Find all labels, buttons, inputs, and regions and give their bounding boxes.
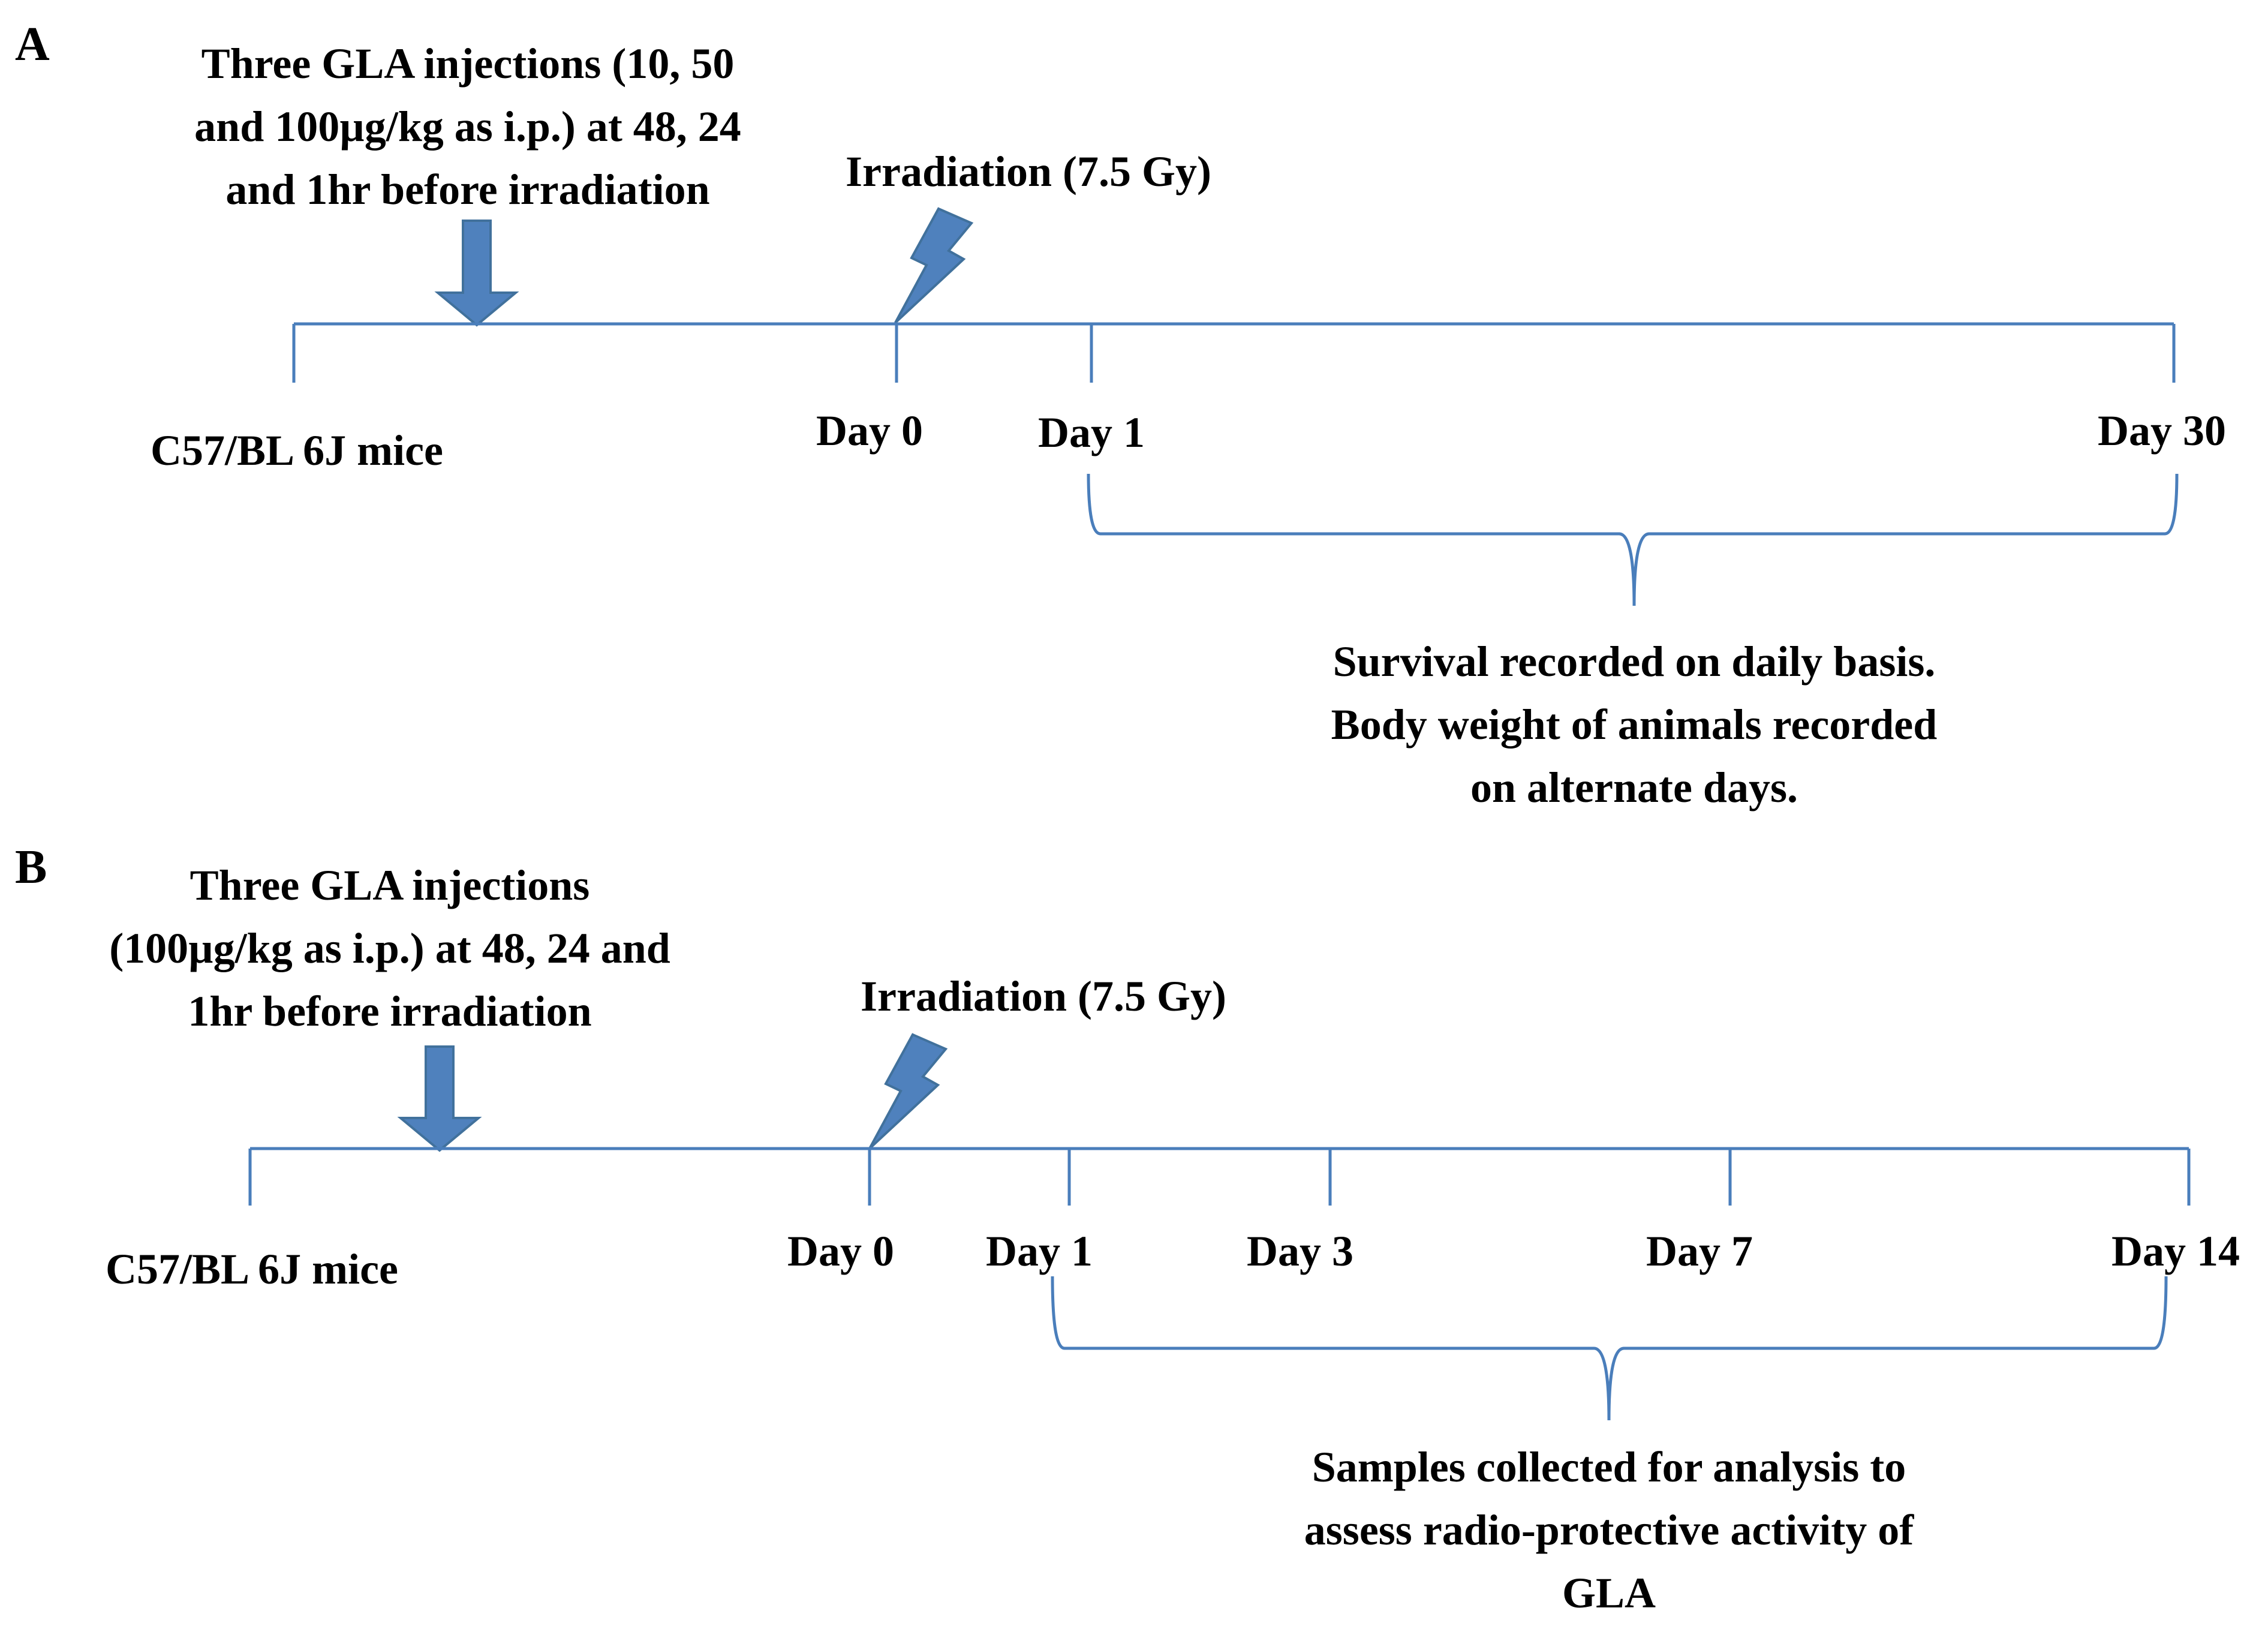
panel-b-mice-label: C57/BL 6J mice <box>106 1245 398 1293</box>
panel-b-note-line-1: Samples collected for analysis to <box>1312 1443 1906 1491</box>
panel-b-day-3: Day 3 <box>1247 1227 1353 1275</box>
panel-a-injection-line-2: and 100µg/kg as i.p.) at 48, 24 <box>194 103 741 151</box>
panel-b-note-line-3: GLA <box>1562 1569 1656 1617</box>
panel-b-injection-line-1: Three GLA injections <box>190 861 590 909</box>
panel-b-day-14: Day 14 <box>2111 1227 2240 1275</box>
panel-a-irradiation-label: Irradiation (7.5 Gy) <box>846 148 1211 196</box>
panel-a-mice-label: C57/BL 6J mice <box>151 426 443 474</box>
panel-b: B Three GLA injections (100µg/kg as i.p.… <box>15 841 2240 1617</box>
panel-b-note-line-2: assess radio-protective activity of <box>1304 1506 1914 1554</box>
panel-a-day-0: Day 0 <box>816 407 923 455</box>
panel-a-injection-line-3: and 1hr before irradiation <box>225 166 709 214</box>
panel-b-day-7: Day 7 <box>1646 1227 1753 1275</box>
down-arrow-icon <box>434 220 519 327</box>
panel-a-day-1: Day 1 <box>1038 408 1145 456</box>
panel-b-bracket <box>1051 1276 2168 1421</box>
panel-b-day-0: Day 0 <box>787 1227 894 1275</box>
panel-a-note-line-1: Survival recorded on daily basis. <box>1333 638 1936 686</box>
panel-a: A Three GLA injections (10, 50 and 100µg… <box>15 18 2226 812</box>
panel-a-note-line-3: on alternate days. <box>1470 764 1798 812</box>
panel-a-day-30: Day 30 <box>2098 407 2226 455</box>
panel-b-day-1: Day 1 <box>986 1227 1093 1275</box>
lightning-bolt-icon <box>868 1033 948 1150</box>
panel-b-irradiation-label: Irradiation (7.5 Gy) <box>861 972 1226 1020</box>
panel-a-note-line-2: Body weight of animals recorded <box>1331 701 1938 749</box>
panel-a-label: A <box>15 18 50 71</box>
lightning-bolt-icon <box>894 207 974 324</box>
panel-b-injection-line-2: (100µg/kg as i.p.) at 48, 24 and <box>109 924 670 972</box>
panel-a-bracket <box>1087 473 2179 606</box>
down-arrow-icon <box>397 1045 482 1152</box>
panel-a-injection-line-1: Three GLA injections (10, 50 <box>201 40 735 88</box>
panel-b-injection-line-3: 1hr before irradiation <box>188 987 591 1035</box>
panel-b-label: B <box>15 841 47 894</box>
